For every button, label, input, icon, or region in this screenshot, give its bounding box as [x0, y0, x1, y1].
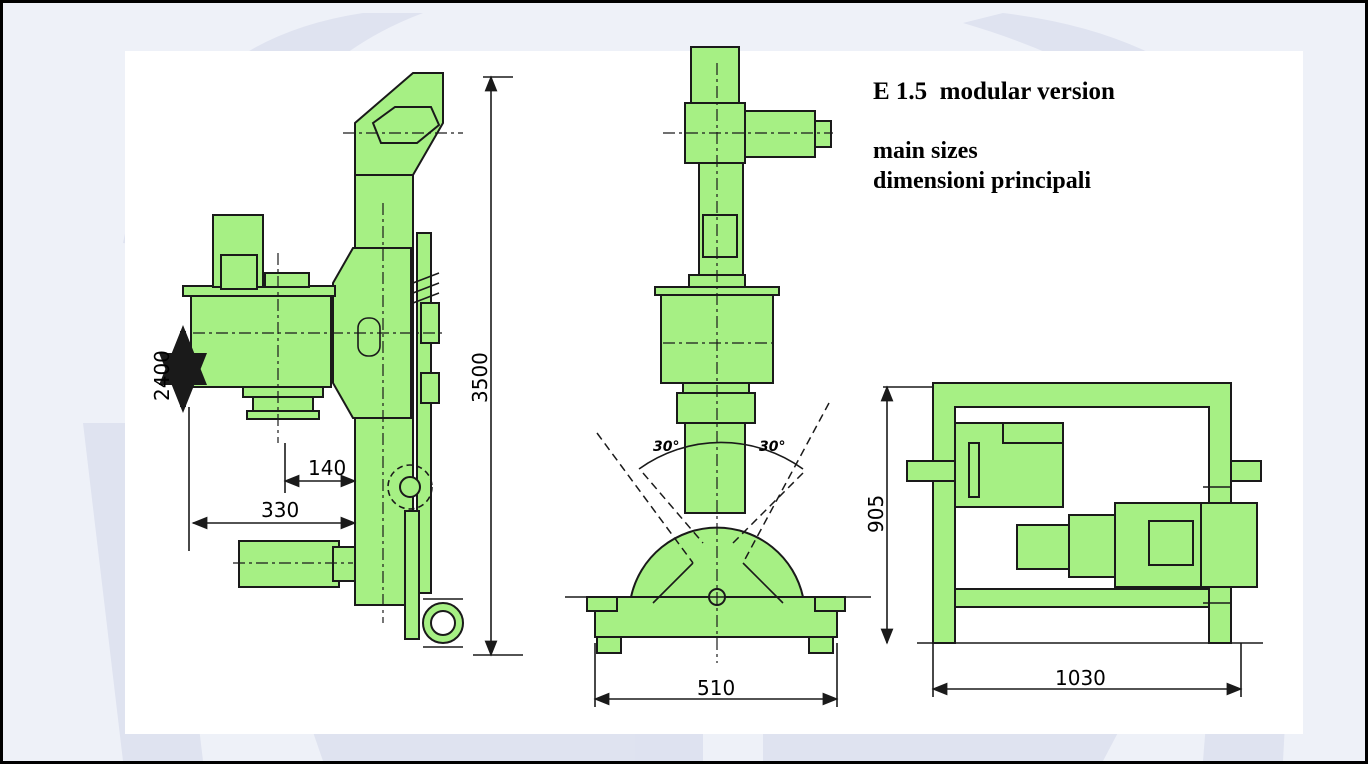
technical-drawing: .m { fill: #a6f084; stroke: #1a1a1a; str…	[150, 46, 1263, 707]
subtitle-en: main sizes	[873, 138, 978, 164]
front-view: 30° 30° 510	[565, 46, 871, 707]
dim-510: 510	[697, 676, 735, 700]
angle-right: 30°	[759, 439, 785, 455]
dim-3500: 3500	[468, 352, 492, 403]
subtitle-it: dimensioni principali	[873, 168, 1092, 194]
dim-330: 330	[261, 498, 299, 522]
dim-140: 140	[308, 456, 346, 480]
title-block: E 1.5 modular version main sizes dimensi…	[873, 78, 1115, 196]
dim-1030: 1030	[1055, 666, 1106, 690]
dim-2400: 2400	[150, 350, 174, 401]
dim-905: 905	[864, 495, 888, 533]
side-view: 3500 2400 330 140	[150, 72, 523, 657]
model-title: E 1.5 modular version	[873, 78, 1115, 105]
plan-view: 905 1030	[864, 382, 1263, 697]
angle-left: 30°	[653, 439, 679, 455]
